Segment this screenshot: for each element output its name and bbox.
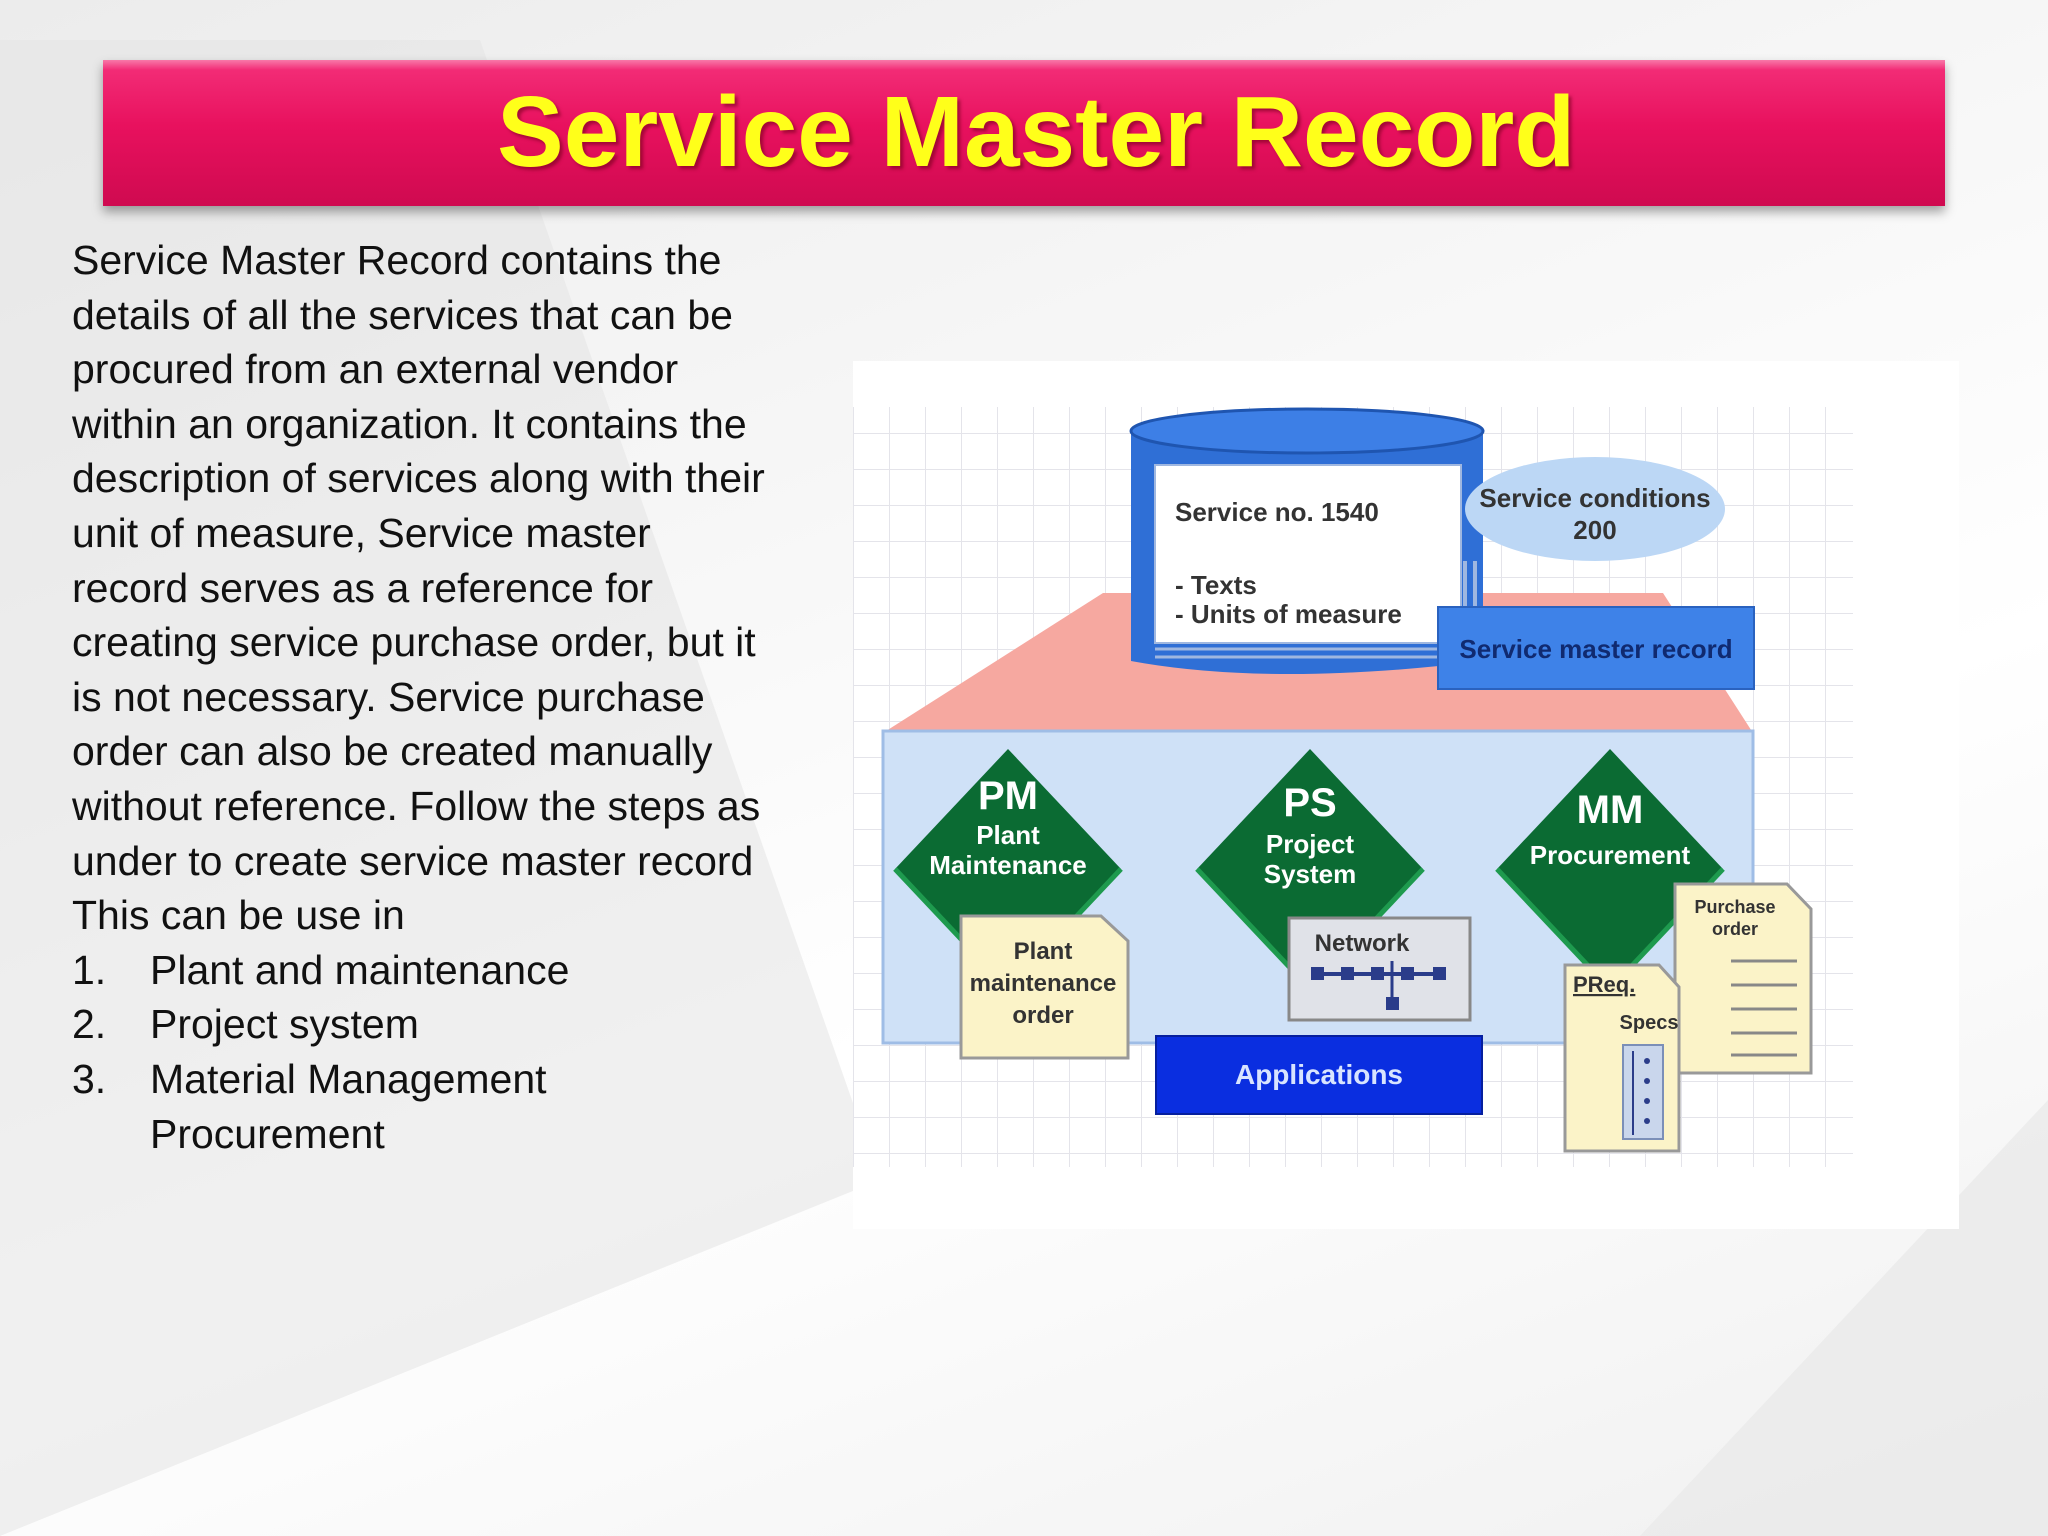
service-number-label: Service no. 1540 — [1175, 497, 1379, 527]
pm-label-2: Maintenance — [929, 850, 1087, 880]
list-item: 1.Plant and maintenance — [72, 946, 570, 993]
network-node — [1371, 967, 1384, 980]
pm-order-line-3: order — [1012, 1002, 1073, 1029]
service-conditions-ellipse: Service conditions 200 — [1465, 457, 1725, 561]
mm-abbr: MM — [1577, 788, 1644, 832]
ps-label-2: System — [1264, 859, 1357, 889]
purchase-line-1: Purchase — [1694, 897, 1775, 917]
master-record-label: Service master record — [1459, 634, 1732, 664]
list-item: 2.Project system — [72, 1001, 419, 1048]
description-paragraph: Service Master Record contains the detai… — [72, 237, 765, 884]
slide-title-wrap: Service Master Record — [103, 72, 2048, 192]
ps-abbr: PS — [1283, 781, 1336, 825]
service-database-cylinder: Service no. 1540 - Texts - Units of meas… — [1129, 407, 1485, 674]
list-item: 3.Material Management Procurement — [72, 1055, 547, 1157]
network-label: Network — [1315, 930, 1410, 957]
body-text: Service Master Record contains the detai… — [72, 233, 772, 1161]
title-banner — [103, 60, 1945, 206]
plant-maintenance-order-doc: Plant maintenance order — [959, 914, 1130, 1060]
usage-lead: This can be use in — [72, 892, 405, 939]
network-node — [1311, 967, 1324, 980]
conditions-number: 200 — [1573, 515, 1616, 545]
pm-abbr: PM — [978, 774, 1038, 818]
mm-diamond: MM Procurement — [1495, 749, 1725, 993]
service-master-record-box: Service master record — [1437, 606, 1755, 690]
texts-bullet: - Texts — [1175, 570, 1257, 600]
specs-table — [1622, 1044, 1664, 1140]
pm-label-1: Plant — [976, 820, 1040, 850]
applications-bar: Applications — [1155, 1035, 1483, 1115]
slide-title: Service Master Record — [497, 76, 1576, 188]
specs-label: Specs — [1620, 1012, 1679, 1034]
mm-label-1: Procurement — [1530, 840, 1691, 870]
diagram-svg: Service no. 1540 - Texts - Units of meas… — [853, 407, 1853, 1167]
purchase-line-2: order — [1712, 919, 1758, 939]
network-node — [1433, 967, 1446, 980]
network-node — [1386, 997, 1399, 1010]
network-box: Network — [1287, 916, 1472, 1022]
conditions-label: Service conditions — [1479, 483, 1710, 513]
usage-list: 1.Plant and maintenance 2.Project system… — [72, 943, 772, 1161]
preq-label: PReq. — [1573, 972, 1635, 997]
network-node — [1341, 967, 1354, 980]
pm-order-line-1: Plant — [1014, 938, 1073, 965]
service-master-diagram: Service no. 1540 - Texts - Units of meas… — [853, 361, 1959, 1229]
pm-order-line-2: maintenance — [970, 970, 1117, 997]
network-node — [1401, 967, 1414, 980]
purchase-order-doc: Purchase order — [1673, 882, 1813, 1075]
units-bullet: - Units of measure — [1175, 599, 1402, 629]
applications-label: Applications — [1235, 1059, 1403, 1090]
ps-label-1: Project — [1266, 829, 1354, 859]
preq-doc: PReq. Specs — [1563, 963, 1681, 1153]
